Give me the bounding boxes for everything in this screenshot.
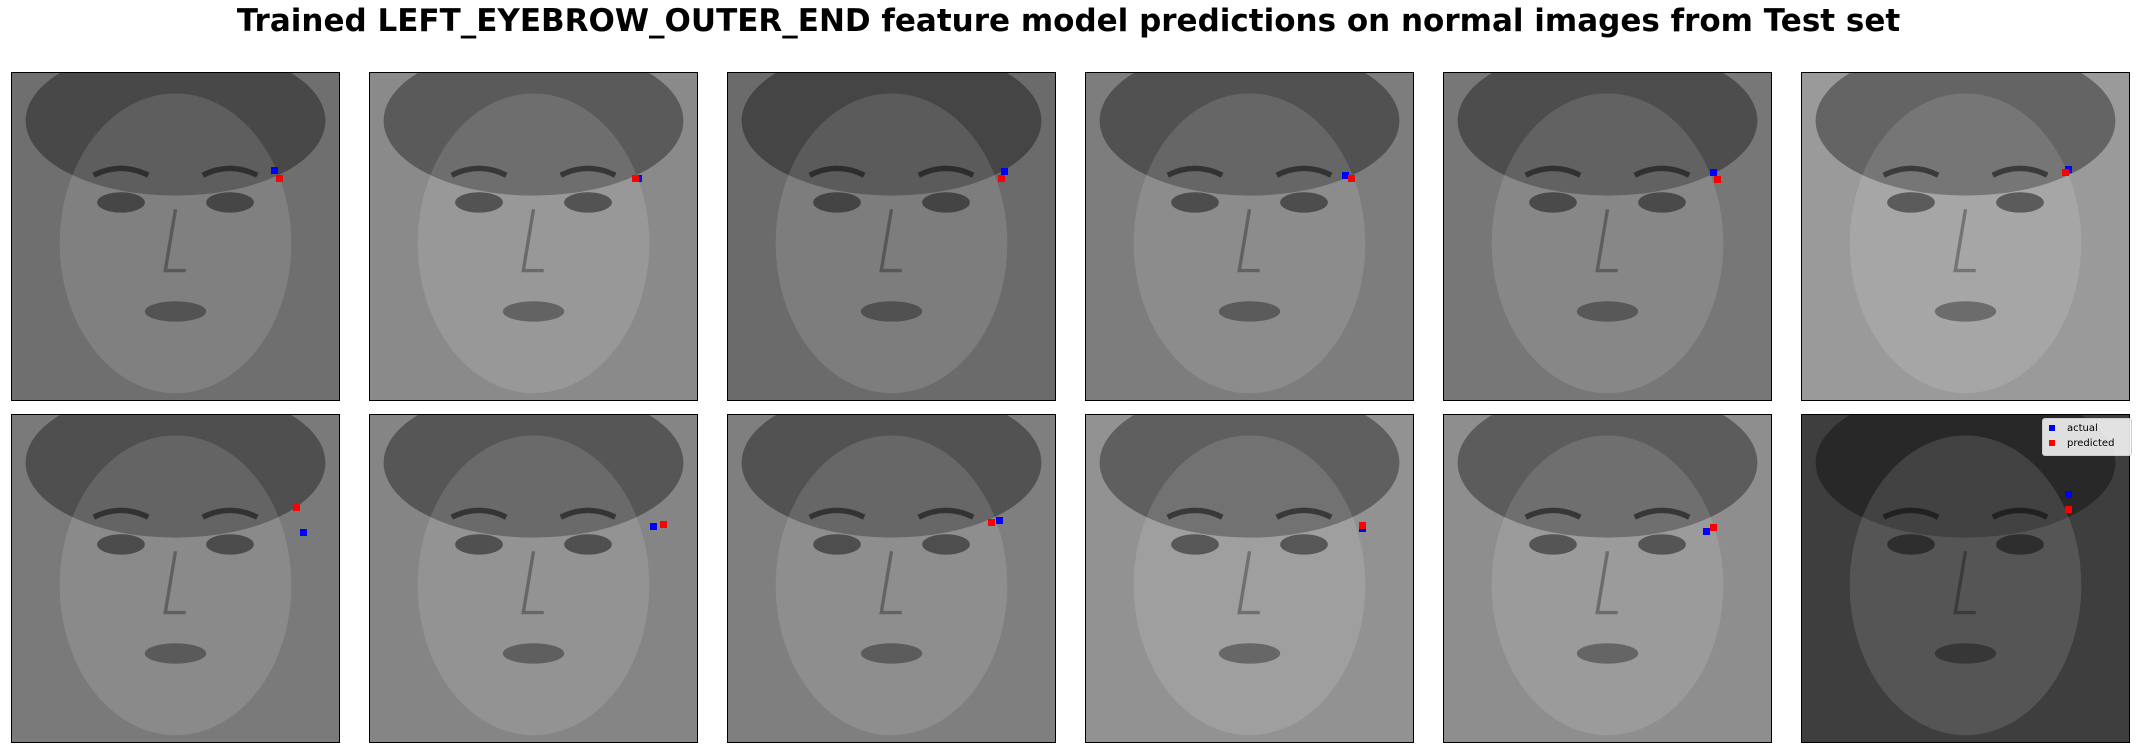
predicted-point [2064,505,2072,513]
legend-entry-actual: actual [2049,422,2098,436]
face-panel [369,414,698,743]
actual-point [300,529,308,537]
predicted-point [987,518,995,526]
predicted-point [292,503,300,511]
predicted-point [660,521,668,529]
face-panel [1443,72,1772,401]
face-image [1444,73,1771,400]
legend-label-predicted: predicted [2067,438,2115,449]
face-panel [11,414,340,743]
face-panel [1085,72,1414,401]
face-panel [1443,414,1772,743]
legend: actual predicted [2042,418,2132,456]
face-panel [727,414,1056,743]
face-panel [1801,72,2130,401]
face-image [1086,415,1413,742]
actual-point [996,516,1004,524]
actual-point [1341,171,1349,179]
actual-point [650,522,658,530]
chart-title: Trained LEFT_EYEBROW_OUTER_END feature m… [236,3,1901,39]
legend-label-actual: actual [2067,423,2098,434]
face-image [1444,415,1771,742]
face-image [370,415,697,742]
legend-swatch-predicted [2049,440,2055,446]
predicted-point [998,174,1006,182]
face-panel [369,72,698,401]
face-image [1802,73,2129,400]
face-panel [11,72,340,401]
legend-swatch-actual [2049,425,2055,431]
face-panel [1801,414,2130,743]
face-image [1086,73,1413,400]
predicted-point [1348,174,1356,182]
actual-point [2064,490,2072,498]
predicted-point [2061,169,2069,177]
face-panel [727,72,1056,401]
actual-point [271,166,279,174]
face-panel [1085,414,1414,743]
actual-point [1000,168,1008,175]
face-image [370,73,697,400]
predicted-point [275,174,283,182]
face-image [1802,415,2129,742]
legend-entry-predicted: predicted [2049,437,2114,451]
face-image [728,73,1055,400]
actual-point [635,174,643,182]
face-image [12,73,339,400]
actual-point [1709,169,1717,177]
predicted-point [1710,524,1718,532]
face-image [728,415,1055,742]
face-image [12,415,339,742]
predicted-point [1359,521,1367,529]
predicted-point [631,174,639,182]
actual-point [1359,525,1367,533]
actual-point [1703,527,1711,535]
predicted-point [1714,175,1722,183]
